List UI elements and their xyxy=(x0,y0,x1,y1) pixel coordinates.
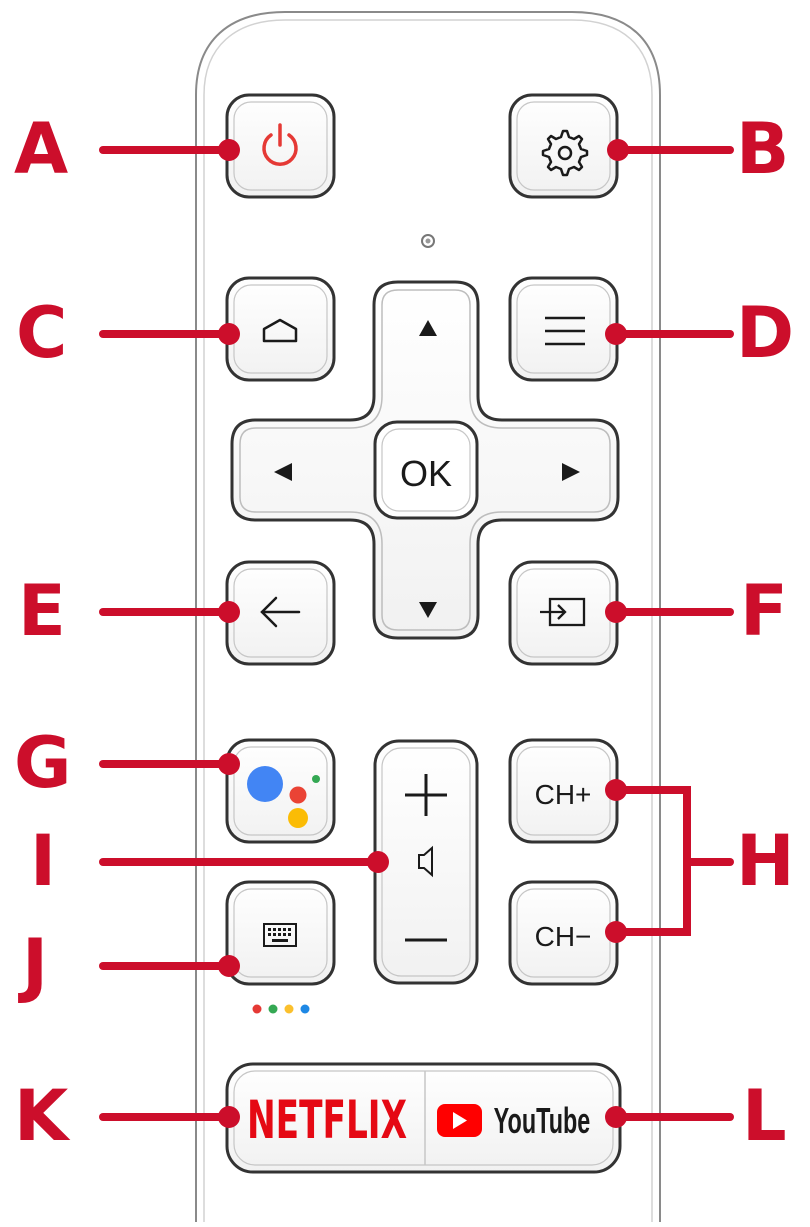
netflix-logo: NETFLIX xyxy=(247,1091,407,1151)
leader-k-dot xyxy=(218,1106,240,1128)
callout-g: G xyxy=(14,728,71,798)
netflix-button[interactable]: NETFLIX xyxy=(247,1091,407,1151)
youtube-logo: YouTube xyxy=(494,1102,591,1141)
power-button[interactable] xyxy=(227,95,334,197)
ok-label: OK xyxy=(400,453,452,494)
callout-l: L xyxy=(742,1081,787,1151)
input-button[interactable] xyxy=(510,562,617,664)
back-button[interactable] xyxy=(227,562,334,664)
ok-button[interactable]: OK xyxy=(375,422,477,518)
leader-f-dot xyxy=(605,601,627,623)
leader-e-dot xyxy=(218,601,240,623)
leader-h-dot-down xyxy=(605,921,627,943)
channel-down-button[interactable]: CH− xyxy=(510,882,617,984)
callout-j: J xyxy=(22,930,48,1000)
callout-c: C xyxy=(16,298,67,368)
callout-k: K xyxy=(14,1081,68,1151)
youtube-play-icon xyxy=(437,1104,482,1137)
menu-button[interactable] xyxy=(510,278,617,380)
leader-b-dot xyxy=(607,139,629,161)
indicator-led xyxy=(422,235,434,247)
callout-a: A xyxy=(14,114,68,184)
leader-i-dot xyxy=(367,851,389,873)
youtube-button[interactable]: YouTube xyxy=(437,1102,590,1141)
home-button[interactable] xyxy=(227,278,334,380)
ch-up-label: CH+ xyxy=(535,779,592,810)
color-dots-indicator xyxy=(253,1005,310,1014)
leader-g-dot xyxy=(218,753,240,775)
callout-b: B xyxy=(736,114,789,184)
callout-h: H xyxy=(736,826,795,896)
callout-f: F xyxy=(740,576,788,646)
leader-j-dot xyxy=(218,955,240,977)
ch-down-label: CH− xyxy=(535,921,592,952)
callout-i: I xyxy=(30,826,56,896)
callout-e: E xyxy=(18,576,66,646)
volume-rocker[interactable] xyxy=(375,741,477,983)
leader-l-dot xyxy=(605,1106,627,1128)
leader-d-dot xyxy=(605,323,627,345)
settings-button[interactable] xyxy=(510,95,617,197)
streaming-buttons: NETFLIX YouTube xyxy=(227,1064,620,1172)
leader-h-dot-up xyxy=(605,779,627,801)
keyboard-button[interactable] xyxy=(227,882,334,984)
leader-c-dot xyxy=(218,323,240,345)
callout-d: D xyxy=(736,298,794,368)
leader-a-dot xyxy=(218,139,240,161)
channel-up-button[interactable]: CH+ xyxy=(510,740,617,842)
assistant-button[interactable] xyxy=(227,740,334,842)
